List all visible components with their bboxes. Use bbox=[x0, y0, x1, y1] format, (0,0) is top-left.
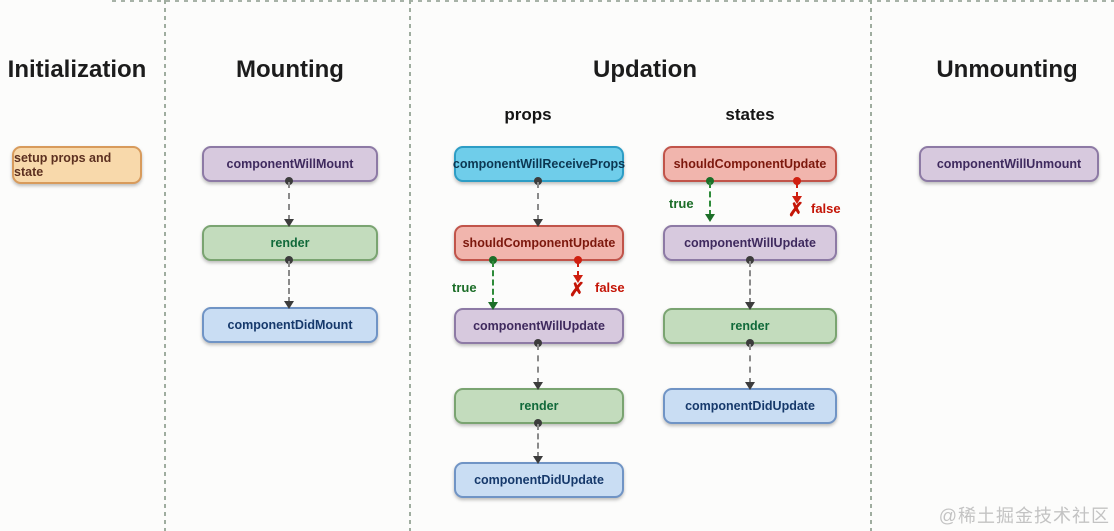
node-componentDidUpdate-props: componentDidUpdate bbox=[454, 462, 624, 498]
section-title-unmounting: Unmounting bbox=[936, 56, 1078, 83]
top-dashed-divider bbox=[112, 0, 1114, 2]
divider-initialization-mounting bbox=[164, 0, 166, 531]
false-label-props: false bbox=[595, 280, 625, 295]
node-componentWillReceiveProps: componentWillReceiveProps bbox=[453, 146, 625, 182]
arrow-start-dot bbox=[285, 256, 293, 264]
node-componentWillUnmount: componentWillUnmount bbox=[919, 146, 1099, 182]
arrowhead-icon bbox=[573, 275, 583, 283]
arrowhead-icon bbox=[705, 214, 715, 222]
arrow-start-dot bbox=[746, 256, 754, 264]
arrowhead-icon bbox=[533, 219, 543, 227]
section-title-updation: Updation bbox=[593, 56, 697, 83]
false-x-icon-states: ✗ bbox=[788, 200, 804, 221]
divider-mounting-updation bbox=[409, 0, 411, 531]
arrow-start-dot bbox=[793, 177, 801, 185]
true-label-props: true bbox=[452, 280, 477, 295]
section-title-mounting: Mounting bbox=[236, 56, 344, 83]
column-subtitle-props: props bbox=[504, 105, 552, 124]
node-componentWillUpdate-states: componentWillUpdate bbox=[663, 225, 837, 261]
node-shouldComponentUpdate-props: shouldComponentUpdate bbox=[454, 225, 624, 261]
arrowhead-icon bbox=[488, 302, 498, 310]
arrow-start-dot bbox=[534, 177, 542, 185]
section-title-initialization: Initialization bbox=[7, 56, 147, 83]
arrowhead-icon bbox=[745, 382, 755, 390]
arrow-start-dot bbox=[534, 419, 542, 427]
true-label-states: true bbox=[669, 196, 694, 211]
watermark-text: @稀土掘金技术社区 bbox=[938, 506, 1110, 526]
divider-updation-unmounting bbox=[870, 0, 872, 531]
arrow-start-dot bbox=[534, 339, 542, 347]
arrowhead-icon bbox=[792, 196, 802, 204]
arrow-start-dot bbox=[574, 256, 582, 264]
node-componentDidUpdate-states: componentDidUpdate bbox=[663, 388, 837, 424]
arrowhead-icon bbox=[284, 301, 294, 309]
arrowhead-icon bbox=[745, 302, 755, 310]
arrow-start-dot bbox=[489, 256, 497, 264]
node-shouldComponentUpdate-states: shouldComponentUpdate bbox=[663, 146, 837, 182]
column-subtitle-states: states bbox=[725, 105, 775, 124]
false-x-icon-props: ✗ bbox=[569, 280, 585, 301]
arrow-start-dot bbox=[706, 177, 714, 185]
arrowhead-icon bbox=[533, 456, 543, 464]
arrow-start-dot bbox=[746, 339, 754, 347]
arrowhead-icon bbox=[533, 382, 543, 390]
false-label-states: false bbox=[811, 201, 841, 216]
arrowhead-icon bbox=[284, 219, 294, 227]
node-componentDidMount: componentDidMount bbox=[202, 307, 378, 343]
arrow-start-dot bbox=[285, 177, 293, 185]
node-setup-props-and-state: setup props and state bbox=[12, 146, 142, 184]
